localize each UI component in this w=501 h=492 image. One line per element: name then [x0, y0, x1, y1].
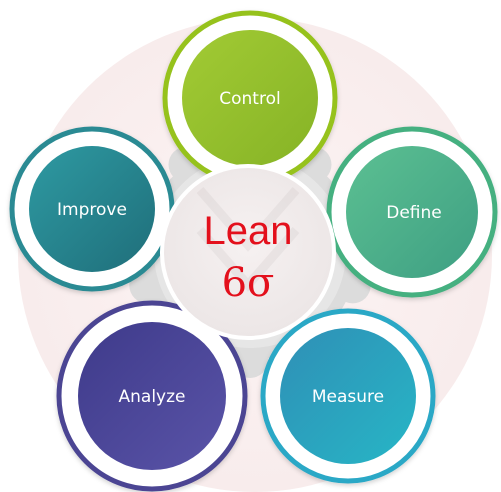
hub-title: Lean [204, 209, 293, 253]
node-label-measure: Measure [312, 387, 384, 407]
node-disc-analyze [78, 322, 226, 470]
node-disc-control [182, 30, 318, 166]
node-disc-define [346, 146, 478, 278]
node-analyze: Analyze [56, 300, 248, 492]
node-define: Define [326, 126, 498, 298]
node-label-define: Define [386, 203, 442, 223]
watermark-logo [196, 187, 300, 292]
node-improve: Improve [9, 126, 175, 292]
node-label-improve: Improve [57, 200, 127, 220]
node-measure: Measure [260, 308, 436, 484]
hub-symbol: 6σ [222, 260, 275, 306]
node-control: Control [162, 10, 338, 186]
hub-disc [160, 164, 336, 340]
node-disc-improve [29, 146, 155, 272]
node-label-analyze: Analyze [119, 387, 186, 407]
node-disc-measure [280, 328, 416, 464]
hub: Lean 6σ [160, 164, 336, 340]
node-label-control: Control [219, 89, 280, 109]
